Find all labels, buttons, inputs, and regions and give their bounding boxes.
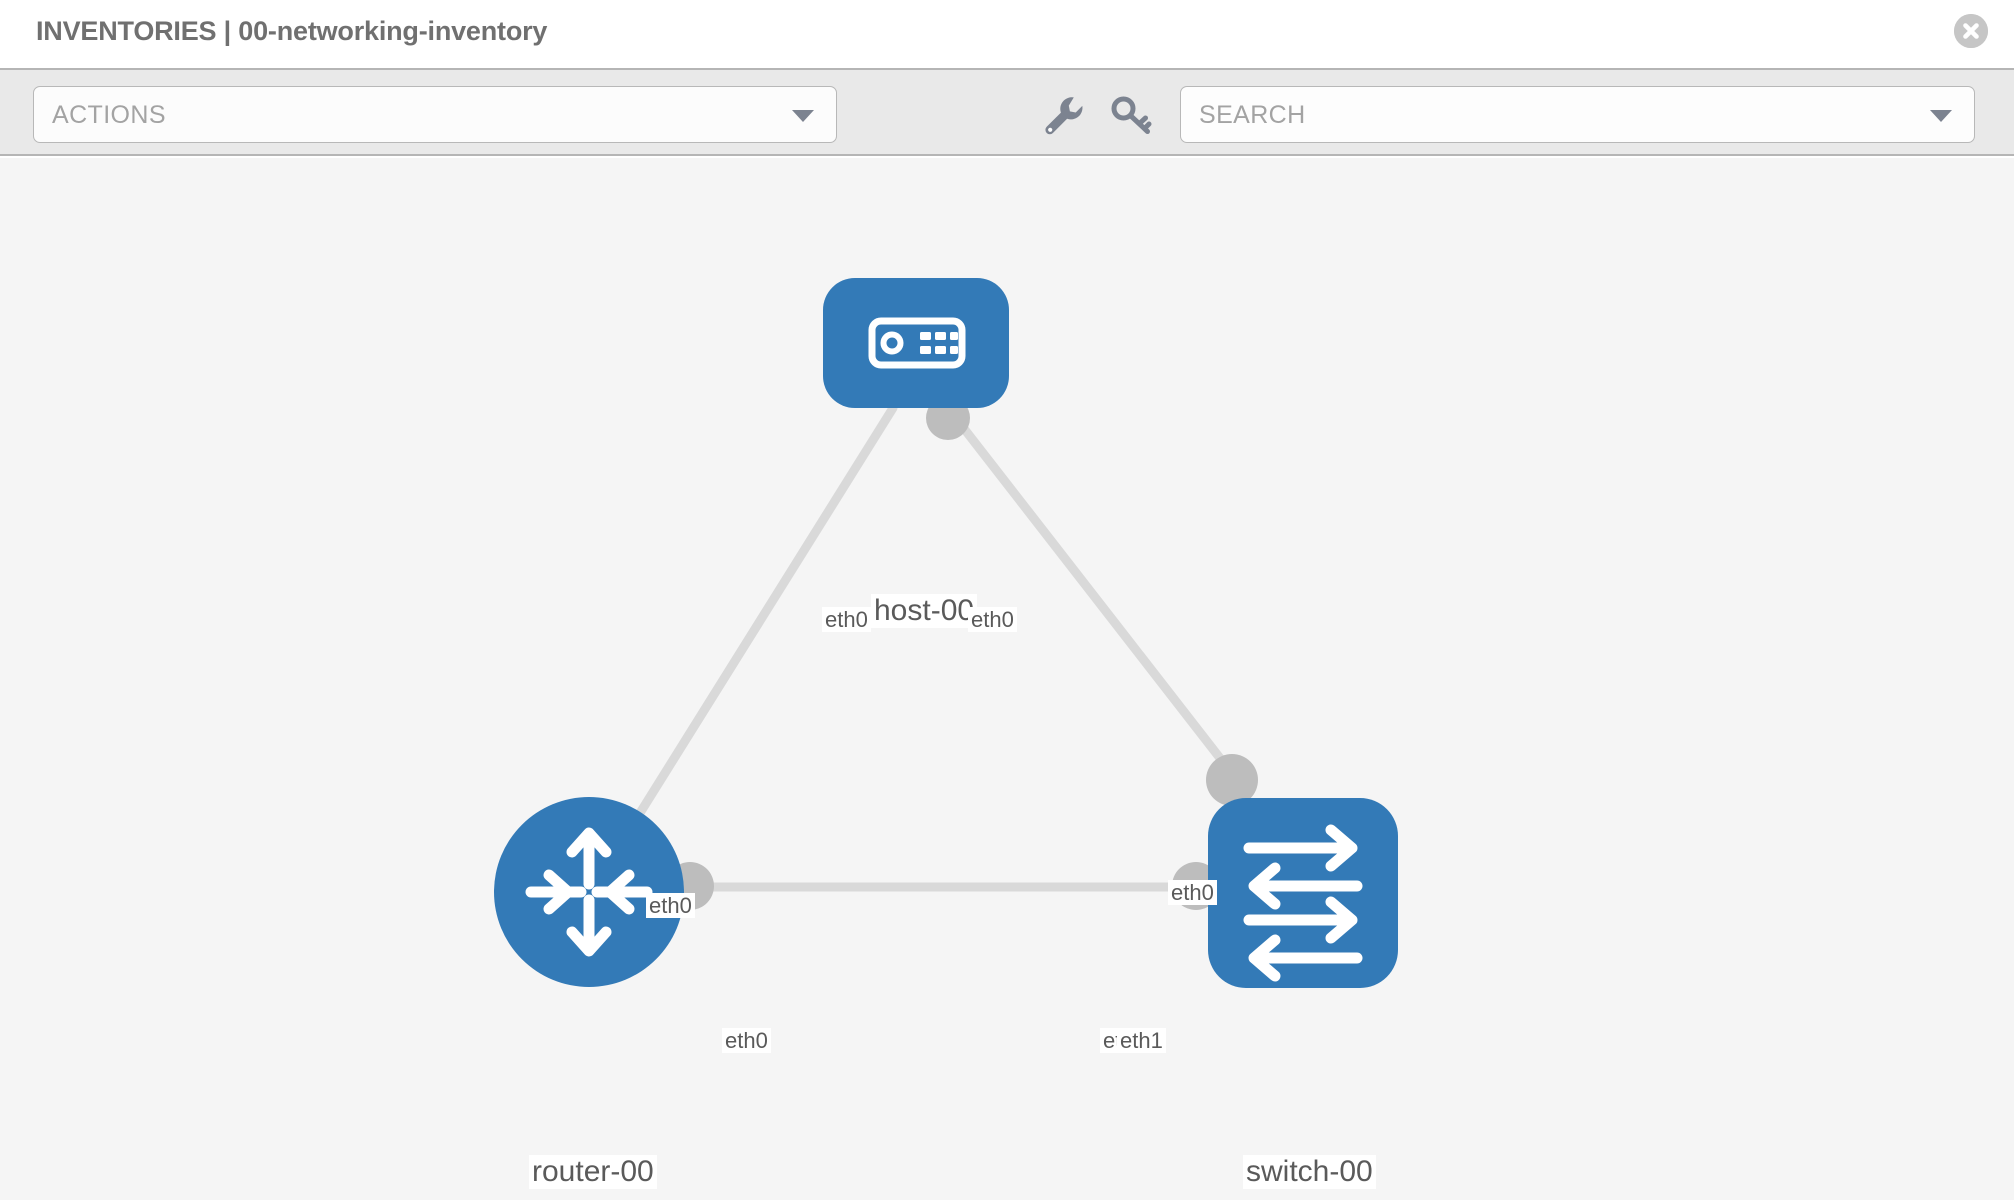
page-header: INVENTORIES | 00-networking-inventory — [0, 0, 2014, 68]
chevron-down-icon — [1930, 109, 1952, 122]
iface-label-switch-left-b: eth1 — [1117, 1028, 1166, 1054]
node-label-host-00: host-00 — [871, 594, 978, 628]
node-host-00[interactable] — [823, 278, 1009, 408]
actions-dropdown-label: ACTIONS — [52, 101, 166, 129]
router-icon — [525, 827, 653, 957]
search-placeholder: SEARCH — [1199, 101, 1306, 129]
search-input[interactable]: SEARCH — [1180, 86, 1975, 143]
iface-label-switch-up: eth0 — [1168, 880, 1217, 906]
page-title: INVENTORIES | 00-networking-inventory — [36, 16, 548, 46]
switch-icon — [1243, 824, 1363, 982]
iface-label-router-up: eth0 — [646, 893, 695, 919]
iface-label-host-left: eth0 — [822, 607, 871, 633]
node-router-00[interactable] — [494, 797, 684, 987]
node-label-router-00: router-00 — [529, 1155, 657, 1189]
toolbar: ACTIONS SEARCH — [0, 68, 2014, 156]
iface-label-router-right: eth0 — [722, 1028, 771, 1054]
link-host-router — [605, 403, 898, 866]
key-icon[interactable] — [1108, 92, 1154, 138]
close-icon[interactable] — [1954, 14, 1988, 48]
actions-dropdown[interactable]: ACTIONS — [33, 86, 837, 143]
link-host-switch — [943, 403, 1242, 785]
iface-label-host-right: eth0 — [968, 607, 1017, 633]
topology-graph — [494, 278, 1398, 988]
node-label-switch-00: switch-00 — [1243, 1155, 1376, 1189]
chevron-down-icon — [792, 109, 814, 122]
wrench-icon[interactable] — [1040, 92, 1086, 138]
node-switch-00[interactable] — [1208, 798, 1398, 988]
server-icon — [868, 317, 966, 369]
topology-canvas[interactable]: eth0 host-00 eth0 eth0 eth0 eth0 eth0 et… — [0, 158, 2014, 1200]
connector-switch-left-top — [1206, 754, 1258, 806]
